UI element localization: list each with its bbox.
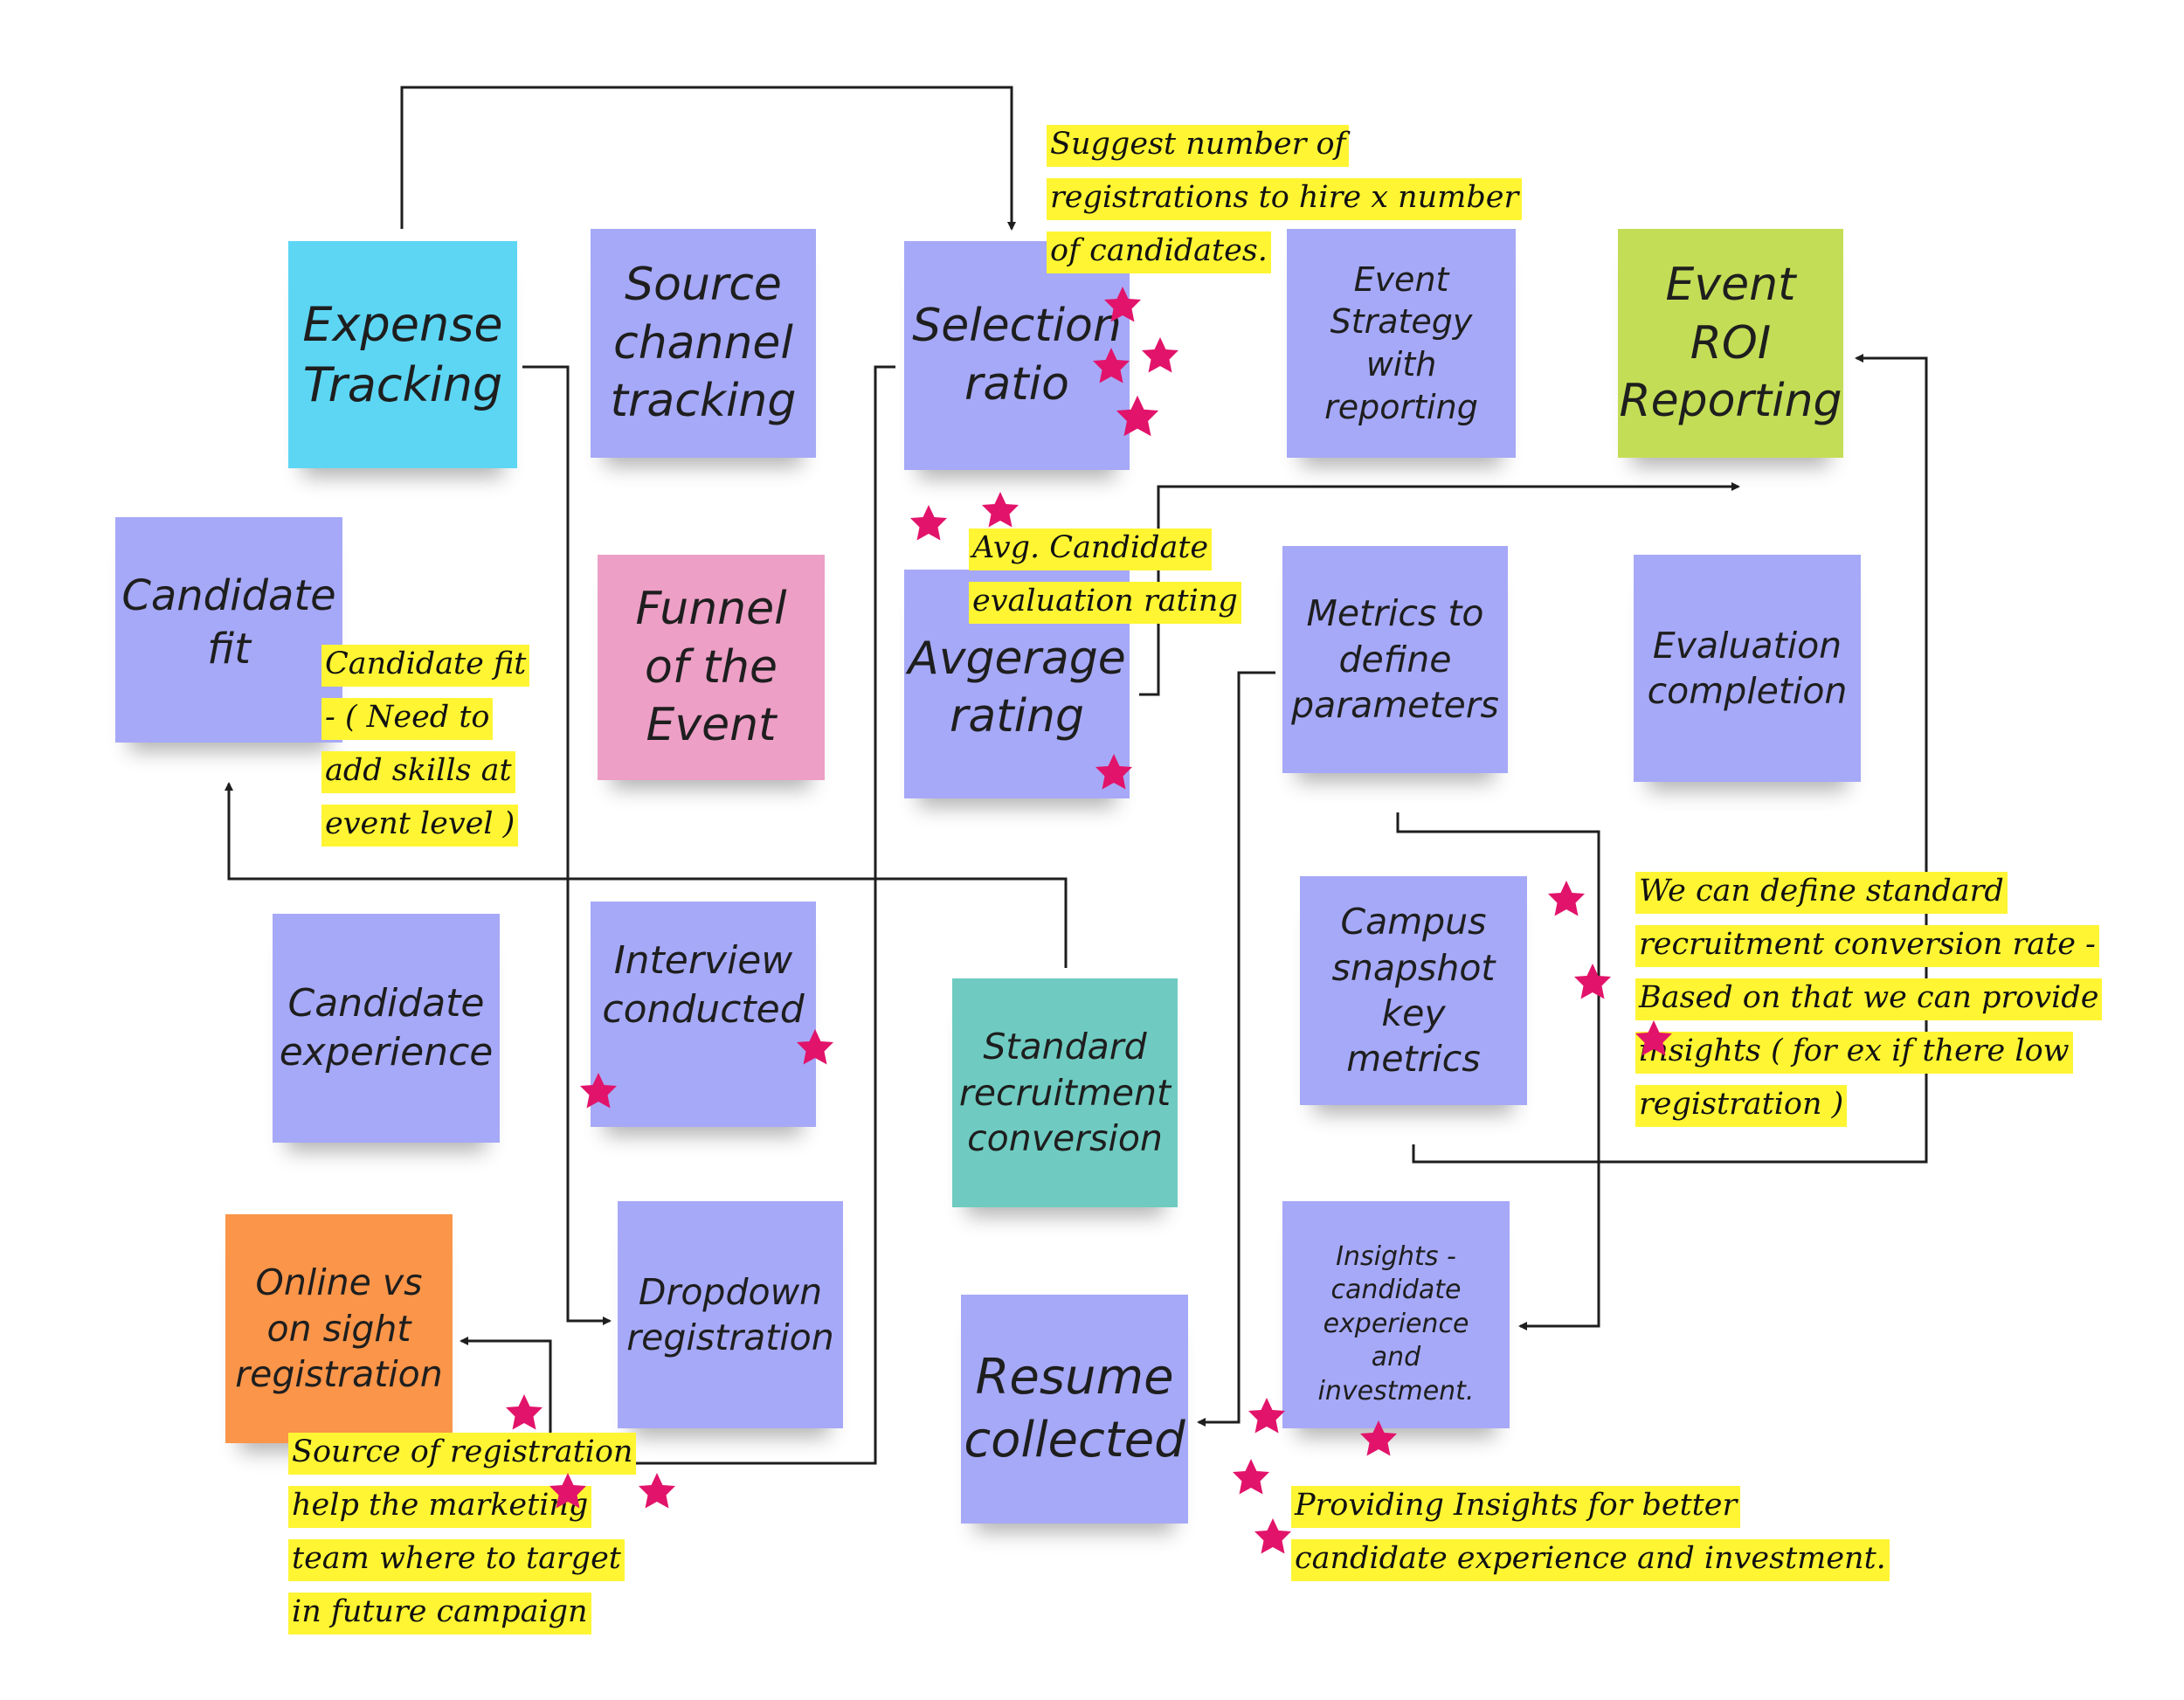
sticky-online-vs-onsight-registration[interactable]: Online vs on sight registration xyxy=(225,1214,453,1443)
annotation-line: - ( Need to xyxy=(321,698,494,740)
connector-source-note-to-online[interactable] xyxy=(460,1337,552,1433)
connector-selection-to-source-note[interactable] xyxy=(605,365,895,1465)
sticky-funnel-of-the-event[interactable]: Funnel of the Event xyxy=(598,555,825,780)
sticky-text: Event Strategy with reporting xyxy=(1324,259,1478,426)
annotation-providing-insights[interactable]: Providing Insights for better candidate … xyxy=(1291,1479,1890,1586)
annotation-line: help the marketing xyxy=(288,1486,592,1528)
sticky-text: Funnel of the Event xyxy=(635,583,787,752)
sticky-candidate-experience[interactable]: Candidate experience xyxy=(273,914,500,1143)
connector-expense-to-selection[interactable] xyxy=(400,86,1016,231)
sticky-text: Standard recruitment conversion xyxy=(958,1026,1171,1160)
sticky-selection-ratio[interactable]: Selection ratio xyxy=(904,241,1130,470)
annotation-line: event level ) xyxy=(321,805,519,847)
connector-metrics-to-resume[interactable] xyxy=(1197,671,1275,1427)
connector-standard-to-candidate-fit[interactable] xyxy=(225,782,1068,968)
sticky-resume-collected[interactable]: Resume collected xyxy=(961,1295,1188,1524)
annotation-line: registrations to hire x number xyxy=(1047,178,1523,220)
annotation-line: Providing Insights for better xyxy=(1291,1486,1741,1528)
sticky-text: Avgerage rating xyxy=(908,632,1126,743)
annotation-avg-candidate-rating[interactable]: Avg. Candidate evaluation rating xyxy=(969,522,1241,628)
annotation-line: We can define standard xyxy=(1635,872,2008,914)
annotation-line: registration ) xyxy=(1635,1085,1848,1127)
connector-campus-to-roi[interactable] xyxy=(1412,354,1928,1164)
sticky-source-channel-tracking[interactable]: Source channel tracking xyxy=(591,229,816,458)
annotation-line: candidate experience and investment. xyxy=(1291,1539,1890,1581)
sticky-insights-candidate-experience[interactable]: Insights - candidate experience and inve… xyxy=(1282,1201,1510,1428)
sticky-text: Metrics to define parameters xyxy=(1291,592,1499,727)
annotation-line: Based on that we can provide xyxy=(1635,978,2103,1020)
annotation-standard-conversion-note[interactable]: We can define standard recruitment conve… xyxy=(1635,865,2103,1131)
sticky-interview-conducted[interactable]: Interview conducted xyxy=(591,902,816,1127)
annotation-candidate-fit-note[interactable]: Candidate fit - ( Need to add skills at … xyxy=(321,638,530,851)
sticky-evaluation-completion[interactable]: Evaluation completion xyxy=(1634,555,1861,782)
sticky-text: Event ROI Reporting xyxy=(1619,259,1842,428)
sticky-text: Expense Tracking xyxy=(302,296,503,412)
sticky-text: Evaluation completion xyxy=(1647,624,1848,712)
sticky-event-strategy-reporting[interactable]: Event Strategy with reporting xyxy=(1287,229,1516,458)
annotation-line: insights ( for ex if there low xyxy=(1635,1032,2073,1074)
sticky-metrics-define-parameters[interactable]: Metrics to define parameters xyxy=(1282,546,1508,773)
sticky-text: Interview conducted xyxy=(602,938,805,1033)
annotation-line: Source of registration xyxy=(288,1433,637,1475)
sticky-text: Campus snapshot key metrics xyxy=(1331,901,1496,1081)
sticky-text: Source channel tracking xyxy=(610,259,797,428)
annotation-line: in future campaign xyxy=(288,1593,591,1634)
annotation-line: Candidate fit xyxy=(321,645,530,687)
sticky-text: Candidate fit xyxy=(121,571,336,674)
annotation-line: add skills at xyxy=(321,751,515,793)
sticky-dropdown-registration[interactable]: Dropdown registration xyxy=(618,1201,843,1428)
sticky-avgerage-rating[interactable]: Avgerage rating xyxy=(904,570,1130,798)
sticky-campus-snapshot-key-metrics[interactable]: Campus snapshot key metrics xyxy=(1300,876,1527,1105)
annotation-line: team where to target xyxy=(288,1539,625,1581)
annotation-line: of candidates. xyxy=(1047,232,1271,273)
sticky-text: Dropdown registration xyxy=(626,1270,834,1358)
sticky-event-roi-reporting[interactable]: Event ROI Reporting xyxy=(1618,229,1843,458)
sticky-text: Insights - candidate experience and inve… xyxy=(1317,1241,1475,1406)
annotation-line: Suggest number of xyxy=(1047,125,1350,167)
annotation-line: evaluation rating xyxy=(969,582,1241,624)
connector-expense-to-dropdown[interactable] xyxy=(522,365,612,1325)
annotation-suggest-registrations[interactable]: Suggest number of registrations to hire … xyxy=(1047,118,1523,278)
sticky-expense-tracking[interactable]: Expense Tracking xyxy=(288,241,517,468)
annotation-source-of-registration[interactable]: Source of registration help the marketin… xyxy=(288,1426,637,1639)
sticky-candidate-fit[interactable]: Candidate fit xyxy=(115,517,342,743)
sticky-standard-recruitment-conversion[interactable]: Standard recruitment conversion xyxy=(952,978,1178,1207)
sticky-text: Selection ratio xyxy=(912,300,1122,411)
annotation-line: Avg. Candidate xyxy=(969,529,1213,570)
sticky-text: Online vs on sight registration xyxy=(235,1261,443,1396)
sticky-text: Resume collected xyxy=(964,1349,1185,1468)
annotation-line: recruitment conversion rate - xyxy=(1635,925,2099,967)
sticky-text: Candidate experience xyxy=(279,980,494,1075)
connector-metrics-to-insights[interactable] xyxy=(1396,812,1600,1330)
